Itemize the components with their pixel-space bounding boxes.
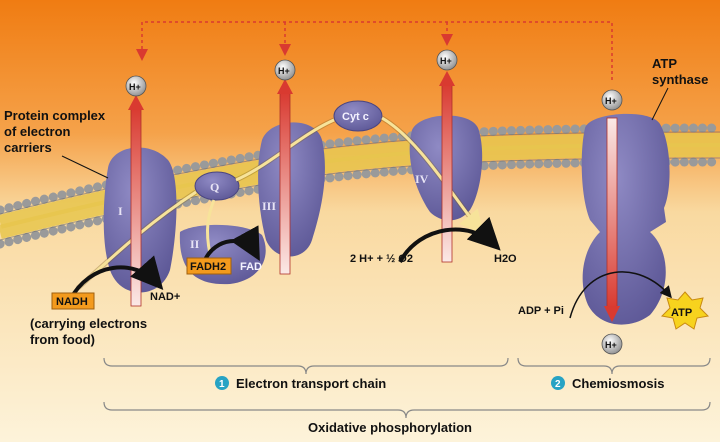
complex-IV-label: IV — [415, 172, 429, 186]
proton-I-label: H+ — [129, 82, 141, 92]
ubiquinone: Q — [194, 171, 240, 201]
protein-complex-label-2: of electron — [4, 124, 71, 139]
chemi-step-circle — [551, 376, 565, 390]
cytochrome-c: Cyt c — [333, 100, 383, 132]
nadh-badge — [51, 292, 95, 310]
etc-step-number: 1 — [219, 379, 225, 390]
atp-synthase — [581, 113, 670, 325]
etc-section-label: Electron transport chain — [236, 376, 386, 391]
chemi-step-number: 2 — [555, 379, 561, 390]
proton-pump-arrows — [128, 71, 620, 322]
cyt-c-label: Cyt c — [342, 111, 369, 123]
fadh2-label: FADH2 — [190, 261, 226, 273]
atp-synthase-label-2: synthase — [652, 72, 708, 87]
etc-brace — [103, 357, 509, 375]
proton-synthase-out — [601, 333, 623, 355]
nad-label: NAD+ — [150, 291, 180, 303]
protons: H+ H+ H+ H+ H+ — [125, 49, 623, 355]
reaction-arrows — [68, 216, 672, 319]
proton-III — [274, 59, 296, 81]
fad-label: FAD — [240, 261, 262, 273]
protein-complex-label-1: Protein complex — [4, 108, 106, 123]
proton-IV — [436, 49, 458, 71]
proton-synthase-in — [601, 89, 623, 111]
complex-II-label: II — [190, 237, 200, 251]
nadh-label: NADH — [56, 296, 88, 308]
oxygen-reaction-label: 2 H+ + ½ O2 — [350, 253, 413, 265]
complex-III-label: III — [262, 199, 276, 213]
proton-synthase-in-label: H+ — [605, 96, 617, 106]
carrying-electrons-label-2: from food) — [30, 332, 95, 347]
braces — [103, 357, 711, 419]
proton-synthase-out-label: H+ — [605, 340, 617, 350]
q-label: Q — [210, 180, 219, 194]
fadh2-badge — [186, 257, 232, 275]
carrying-electrons-label-1: (carrying electrons — [30, 316, 147, 331]
chemi-brace — [517, 357, 711, 375]
proton-return-arrows — [136, 21, 613, 80]
proton-III-label: H+ — [278, 66, 290, 76]
oxphos-brace — [103, 401, 711, 419]
atp-synthase-pointer — [651, 87, 669, 121]
proton-I — [125, 75, 147, 97]
protein-complex-label-3: carriers — [4, 140, 52, 155]
chemi-section-label: Chemiosmosis — [572, 376, 664, 391]
proton-IV-label: H+ — [440, 56, 452, 66]
protein-complex-pointer — [61, 155, 109, 179]
water-label: H2O — [494, 253, 517, 265]
atp-synthase-label-1: ATP — [652, 56, 677, 71]
adp-pi-label: ADP + Pi — [518, 305, 564, 317]
atp-star — [660, 291, 710, 330]
complex-I-label: I — [118, 204, 123, 218]
etc-step-circle — [215, 376, 229, 390]
oxphos-section-label: Oxidative phosphorylation — [308, 420, 472, 435]
atp-label: ATP — [671, 307, 692, 319]
